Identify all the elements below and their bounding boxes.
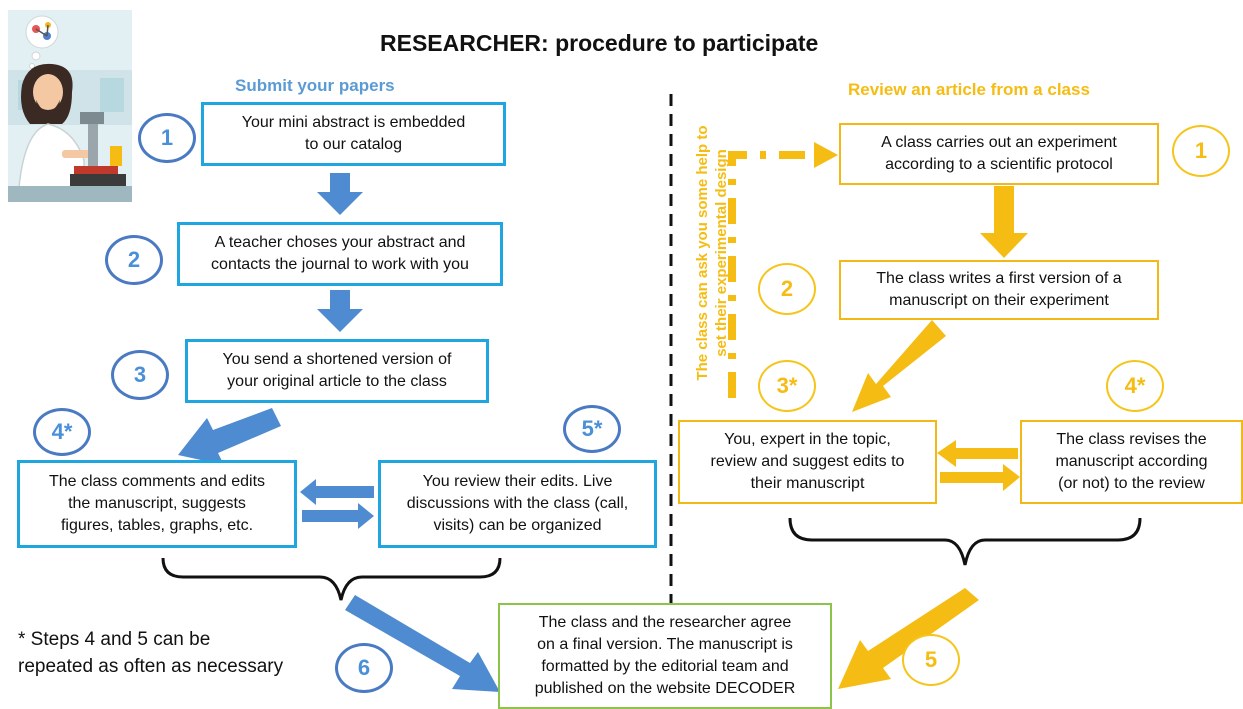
box-line: formatted by the editorial team and bbox=[541, 658, 789, 675]
left-step-6-number: 6 bbox=[335, 643, 393, 693]
box-line: manuscript according bbox=[1055, 453, 1208, 470]
arrow-right-4-to-3 bbox=[937, 440, 1018, 467]
brace-left bbox=[161, 557, 502, 601]
arrow-left-4-to-5 bbox=[302, 503, 374, 529]
left-step-4-box: The class comments and edits the manuscri… bbox=[17, 460, 297, 548]
scientist-illustration bbox=[8, 10, 132, 202]
final-publication-box: The class and the researcher agree on a f… bbox=[498, 603, 832, 709]
arrow-left-5-to-4 bbox=[300, 479, 374, 505]
feedback-arrowhead bbox=[814, 142, 838, 168]
box-line: review and suggest edits to bbox=[710, 453, 905, 470]
right-step-4-box: The class revises the manuscript accordin… bbox=[1020, 420, 1243, 504]
box-line: The class writes a first version of a bbox=[876, 270, 1122, 287]
arrow-left-2-to-3 bbox=[317, 290, 363, 332]
right-step-4-number: 4* bbox=[1106, 360, 1164, 412]
right-step-1-number: 1 bbox=[1172, 125, 1230, 177]
left-step-5-box: You review their edits. Live discussions … bbox=[378, 460, 657, 548]
box-line: The class revises the bbox=[1056, 431, 1207, 448]
right-step-2-box: The class writes a first version of a man… bbox=[839, 260, 1159, 320]
left-step-2-number: 2 bbox=[105, 235, 163, 285]
feedback-note-line: set their experimental design bbox=[713, 149, 730, 357]
box-line: (or not) to the review bbox=[1058, 475, 1205, 492]
footnote: * Steps 4 and 5 can be repeated as often… bbox=[18, 626, 283, 680]
left-column-heading: Submit your papers bbox=[235, 76, 395, 95]
box-line: your original article to the class bbox=[227, 373, 447, 390]
feedback-note-line: The class can ask you some help to bbox=[694, 125, 711, 381]
left-step-2-box: A teacher choses your abstract and contac… bbox=[177, 222, 503, 286]
box-line: the manuscript, suggests bbox=[68, 495, 246, 512]
box-line: contacts the journal to work with you bbox=[211, 256, 469, 273]
box-line: A class carries out an experiment bbox=[881, 134, 1117, 151]
box-line: figures, tables, graphs, etc. bbox=[60, 517, 254, 534]
box-line: visits) can be organized bbox=[433, 517, 602, 534]
box-line: according to a scientific protocol bbox=[885, 156, 1113, 173]
left-step-3-box: You send a shortened version of your orig… bbox=[185, 339, 489, 403]
arrow-right-2-to-3 bbox=[852, 320, 946, 412]
box-line: on a final version. The manuscript is bbox=[537, 636, 793, 653]
box-line: published on the website DECODER bbox=[534, 680, 796, 697]
right-step-2-number: 2 bbox=[758, 263, 816, 315]
box-line: discussions with the class (call, bbox=[406, 495, 629, 512]
footnote-line: repeated as often as necessary bbox=[18, 656, 284, 677]
left-step-1-box: Your mini abstract is embedded to our cat… bbox=[201, 102, 506, 166]
box-line: You send a shortened version of bbox=[222, 351, 452, 368]
box-line: A teacher choses your abstract and bbox=[214, 234, 466, 251]
page-title: RESEARCHER: procedure to participate bbox=[380, 30, 819, 56]
left-step-1-number: 1 bbox=[138, 113, 196, 163]
arrow-left-to-final bbox=[345, 595, 500, 692]
left-step-5-number: 5* bbox=[563, 405, 621, 453]
arrow-right-1-to-2 bbox=[980, 186, 1028, 258]
box-line: to our catalog bbox=[305, 136, 402, 153]
brace-right bbox=[788, 517, 1142, 566]
right-column-heading: Review an article from a class bbox=[848, 80, 1090, 99]
arrow-left-3-to-4 bbox=[178, 408, 281, 465]
footnote-line: * Steps 4 and 5 can be bbox=[18, 629, 211, 650]
right-step-5-number: 5 bbox=[902, 634, 960, 686]
arrow-left-1-to-2 bbox=[317, 173, 363, 215]
box-line: You review their edits. Live bbox=[422, 473, 613, 490]
left-step-3-number: 3 bbox=[111, 350, 169, 400]
left-step-4-number: 4* bbox=[33, 408, 91, 456]
right-step-3-number: 3* bbox=[758, 360, 816, 412]
box-line: their manuscript bbox=[750, 475, 865, 492]
arrow-right-to-final bbox=[838, 588, 979, 689]
box-line: manuscript on their experiment bbox=[889, 292, 1109, 309]
feedback-dash-path bbox=[728, 151, 818, 398]
box-line: You, expert in the topic, bbox=[724, 431, 891, 448]
box-line: The class and the researcher agree bbox=[538, 614, 792, 631]
arrow-right-3-to-4 bbox=[940, 464, 1020, 491]
right-step-1-box: A class carries out an experiment accordi… bbox=[839, 123, 1159, 185]
box-line: Your mini abstract is embedded bbox=[241, 114, 466, 131]
right-step-3-box: You, expert in the topic, review and sugg… bbox=[678, 420, 937, 504]
box-line: The class comments and edits bbox=[48, 473, 266, 490]
